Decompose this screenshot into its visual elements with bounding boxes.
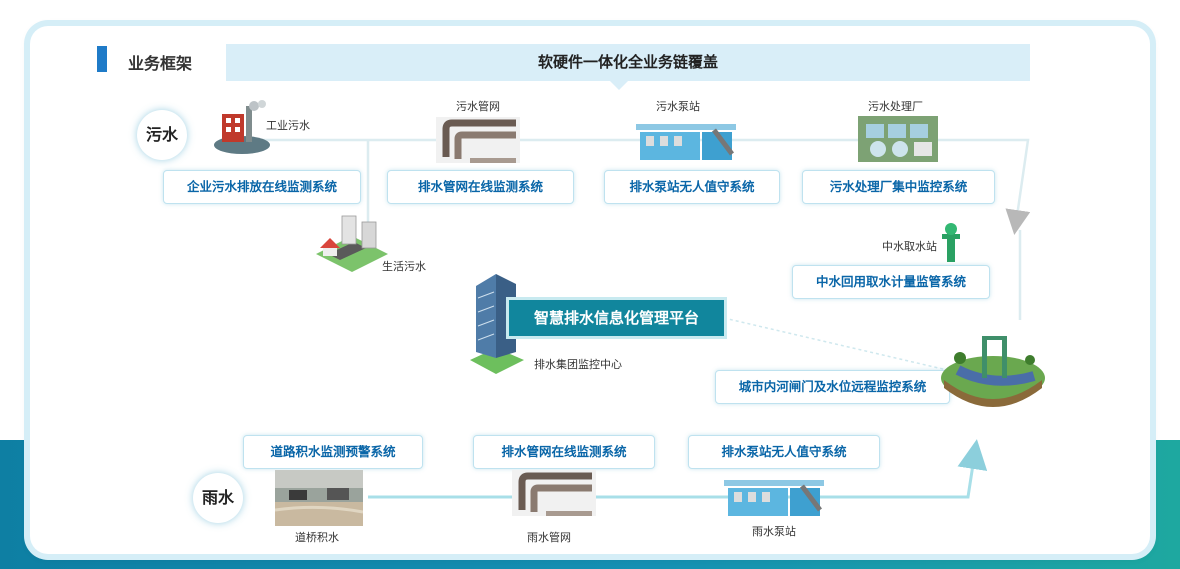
platform-title[interactable]: 智慧排水信息化管理平台 [509,300,724,336]
discharge-monitor-system[interactable]: 企业污水排放在线监测系统 [163,170,361,204]
flooded-road-icon [275,470,363,526]
sewage-pump-unattended-system[interactable]: 排水泵站无人值守系统 [604,170,780,204]
sewage-category-badge: 污水 [137,110,187,160]
treatment-plant-icon [858,116,938,162]
rain-flow-line [368,439,988,499]
page-title: 业务框架 [128,54,193,73]
rain-pump-station-icon [724,480,824,516]
residential-icon [316,215,388,272]
reclaimed-intake-label: 中水取水站 [882,240,937,253]
factory-icon [214,100,270,154]
hydrant-icon [942,223,960,262]
rain-pipe-label: 雨水管网 [527,531,571,544]
rain-pipe-monitor-system[interactable]: 排水管网在线监测系统 [473,435,655,469]
rain-pipe-network-icon [512,470,596,516]
pipe-network-icon [436,117,520,163]
plant-central-monitor-system[interactable]: 污水处理厂集中监控系统 [802,170,995,204]
industrial-label: 工业污水 [266,119,310,132]
header-accent-bar [97,46,107,72]
sewage-pump-label: 污水泵站 [656,100,700,113]
coverage-banner: 软硬件一体化全业务链覆盖 [226,44,1030,81]
sewage-pipe-label: 污水管网 [456,100,500,113]
bridge-ponding-label: 道桥积水 [295,531,339,544]
rain-category-badge: 雨水 [193,473,243,523]
treatment-plant-label: 污水处理厂 [868,100,923,113]
monitoring-center-label: 排水集团监控中心 [534,358,622,371]
domestic-label: 生活污水 [382,260,426,273]
river-gate-monitor-system[interactable]: 城市内河闸门及水位远程监控系统 [715,370,950,404]
pump-station-icon [636,124,736,160]
sewage-pipe-monitor-system[interactable]: 排水管网在线监测系统 [387,170,574,204]
reclaimed-metering-system[interactable]: 中水回用取水计量监管系统 [792,265,990,299]
river-gate-icon [941,336,1045,407]
rain-pump-unattended-system[interactable]: 排水泵站无人值守系统 [688,435,880,469]
monitoring-building-icon [470,274,524,374]
rain-pump-label: 雨水泵站 [752,525,796,538]
road-ponding-warning-system[interactable]: 道路积水监测预警系统 [243,435,423,469]
banner-pointer [610,81,628,90]
